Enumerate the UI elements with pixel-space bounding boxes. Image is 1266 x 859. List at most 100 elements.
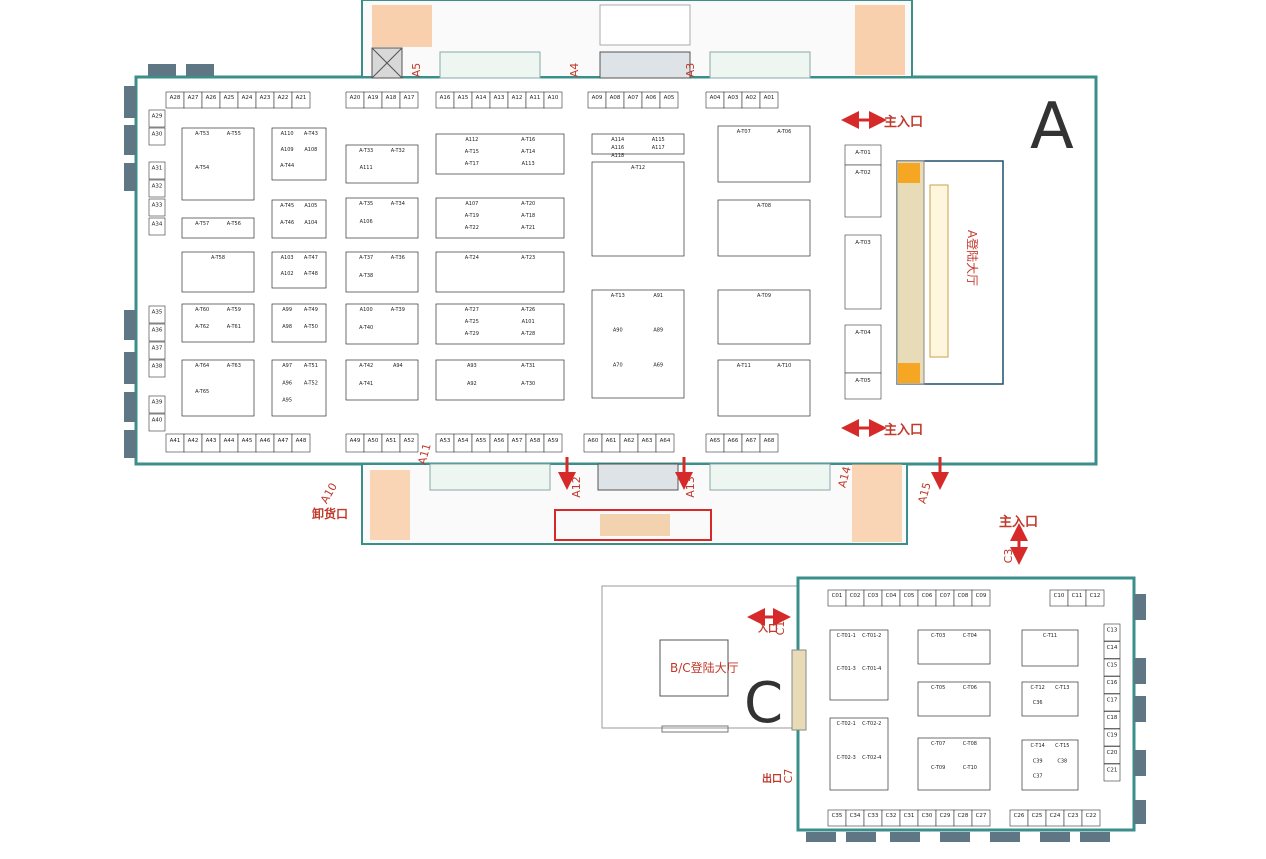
booth-c15[interactable]: C15 — [1103, 658, 1121, 677]
booth-c28[interactable]: C28 — [953, 809, 973, 827]
booth-a35[interactable]: A35 — [148, 305, 166, 324]
booth-a60[interactable]: A60 — [583, 433, 603, 453]
booth-c30[interactable]: C30 — [917, 809, 937, 827]
booth-a-t04[interactable]: A-T04 — [844, 324, 882, 374]
booth-c04[interactable]: C04 — [881, 589, 901, 607]
booth-c29[interactable]: C29 — [935, 809, 955, 827]
booth-a10[interactable]: A10 — [543, 91, 563, 109]
booth-a50[interactable]: A50 — [363, 433, 383, 453]
booth-c24[interactable]: C24 — [1045, 809, 1065, 827]
booth-a49[interactable]: A49 — [345, 433, 365, 453]
booth-a-t01[interactable]: A-T01 — [844, 144, 882, 166]
booth-c03[interactable]: C03 — [863, 589, 883, 607]
booth-a27[interactable]: A27 — [183, 91, 203, 109]
booth-a66[interactable]: A66 — [723, 433, 743, 453]
booth-a-t02[interactable]: A-T02 — [844, 164, 882, 218]
booth-a53[interactable]: A53 — [435, 433, 455, 453]
booth-c25[interactable]: C25 — [1027, 809, 1047, 827]
booth-a01[interactable]: A01 — [759, 91, 779, 109]
booth-a21[interactable]: A21 — [291, 91, 311, 109]
booth-a12[interactable]: A12 — [507, 91, 527, 109]
booth-a48[interactable]: A48 — [291, 433, 311, 453]
booth-c31[interactable]: C31 — [899, 809, 919, 827]
booth-a59[interactable]: A59 — [543, 433, 563, 453]
booth-a31[interactable]: A31 — [148, 161, 166, 180]
booth-a63[interactable]: A63 — [637, 433, 657, 453]
booth-c21[interactable]: C21 — [1103, 763, 1121, 782]
booth-c12[interactable]: C12 — [1085, 589, 1105, 607]
booth-a09[interactable]: A09 — [587, 91, 607, 109]
booth-a47[interactable]: A47 — [273, 433, 293, 453]
booth-a44[interactable]: A44 — [219, 433, 239, 453]
booth-c07[interactable]: C07 — [935, 589, 955, 607]
booth-a56[interactable]: A56 — [489, 433, 509, 453]
booth-c11[interactable]: C11 — [1067, 589, 1087, 607]
booth-c17[interactable]: C17 — [1103, 693, 1121, 712]
booth-c05[interactable]: C05 — [899, 589, 919, 607]
booth-a33[interactable]: A33 — [148, 198, 166, 217]
booth-c26[interactable]: C26 — [1009, 809, 1029, 827]
booth-c33[interactable]: C33 — [863, 809, 883, 827]
booth-a28[interactable]: A28 — [165, 91, 185, 109]
booth-c02[interactable]: C02 — [845, 589, 865, 607]
booth-a19[interactable]: A19 — [363, 91, 383, 109]
booth-a08[interactable]: A08 — [605, 91, 625, 109]
booth-a25[interactable]: A25 — [219, 91, 239, 109]
booth-a32[interactable]: A32 — [148, 179, 166, 198]
booth-a65[interactable]: A65 — [705, 433, 725, 453]
booth-block[interactable]: A-T12 — [591, 161, 685, 257]
booth-c35[interactable]: C35 — [827, 809, 847, 827]
booth-a16[interactable]: A16 — [435, 91, 455, 109]
booth-c23[interactable]: C23 — [1063, 809, 1083, 827]
booth-a43[interactable]: A43 — [201, 433, 221, 453]
booth-a57[interactable]: A57 — [507, 433, 527, 453]
booth-c22[interactable]: C22 — [1081, 809, 1101, 827]
booth-a24[interactable]: A24 — [237, 91, 257, 109]
booth-a15[interactable]: A15 — [453, 91, 473, 109]
booth-a14[interactable]: A14 — [471, 91, 491, 109]
booth-a45[interactable]: A45 — [237, 433, 257, 453]
booth-a17[interactable]: A17 — [399, 91, 419, 109]
booth-a42[interactable]: A42 — [183, 433, 203, 453]
booth-a22[interactable]: A22 — [273, 91, 293, 109]
booth-a34[interactable]: A34 — [148, 217, 166, 236]
booth-c01[interactable]: C01 — [827, 589, 847, 607]
booth-block[interactable]: A-T09 — [717, 289, 811, 345]
booth-a-t05[interactable]: A-T05 — [844, 372, 882, 400]
booth-c27[interactable]: C27 — [971, 809, 991, 827]
booth-c10[interactable]: C10 — [1049, 589, 1069, 607]
booth-a04[interactable]: A04 — [705, 91, 725, 109]
booth-a54[interactable]: A54 — [453, 433, 473, 453]
booth-a06[interactable]: A06 — [641, 91, 661, 109]
booth-a05[interactable]: A05 — [659, 91, 679, 109]
booth-a02[interactable]: A02 — [741, 91, 761, 109]
booth-a37[interactable]: A37 — [148, 341, 166, 360]
booth-a58[interactable]: A58 — [525, 433, 545, 453]
booth-c08[interactable]: C08 — [953, 589, 973, 607]
booth-a38[interactable]: A38 — [148, 359, 166, 378]
booth-a29[interactable]: A29 — [148, 109, 166, 128]
booth-a64[interactable]: A64 — [655, 433, 675, 453]
booth-a62[interactable]: A62 — [619, 433, 639, 453]
booth-a51[interactable]: A51 — [381, 433, 401, 453]
booth-a07[interactable]: A07 — [623, 91, 643, 109]
booth-a23[interactable]: A23 — [255, 91, 275, 109]
booth-a68[interactable]: A68 — [759, 433, 779, 453]
